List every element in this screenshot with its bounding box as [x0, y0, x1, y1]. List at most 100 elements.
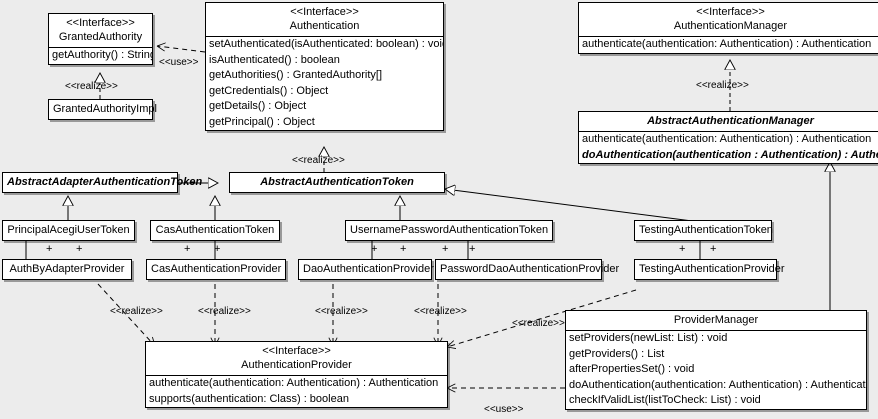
class-password-dao-authentication-provider[interactable]: PasswordDaoAuthenticationProvider: [435, 259, 620, 280]
class-header: <<Interface>> Authentication: [206, 3, 443, 36]
edge-label-realize-authbyadapterprovider: <<realize>>: [110, 306, 163, 317]
edge-label-realize-abstractauthenticationmanager: <<realize>>: [696, 80, 749, 91]
assoc-marker-plus: +: [184, 243, 191, 255]
class-granted-authority[interactable]: <<Interface>> GrantedAuthority getAuthor…: [48, 13, 153, 65]
class-name: PasswordDaoAuthenticationProvider: [440, 263, 620, 275]
class-operations: authenticate(authentication: Authenticat…: [579, 131, 878, 163]
class-name: TestingAuthenticationToken: [639, 224, 773, 236]
class-name: ProviderManager: [673, 314, 759, 326]
class-header: <<Interface>> AuthenticationManager: [579, 3, 878, 36]
operation: doAuthentication(authentication : Authen…: [582, 148, 878, 161]
operation: setAuthenticated(isAuthenticated: boolea…: [209, 38, 443, 50]
class-name: AbstractAuthenticationToken: [260, 176, 414, 188]
class-header: ProviderManager: [566, 311, 866, 330]
class-provider-manager[interactable]: ProviderManager setProviders(newList: Li…: [565, 310, 867, 410]
class-name: GrantedAuthority: [58, 31, 143, 43]
class-testing-authentication-provider[interactable]: TestingAuthenticationProvider: [634, 259, 785, 280]
class-name: GrantedAuthorityImpl: [53, 103, 157, 115]
class-granted-authority-impl[interactable]: GrantedAuthorityImpl: [48, 99, 157, 120]
operation: isAuthenticated() : boolean: [209, 53, 340, 66]
class-header: CasAuthenticationProvider: [147, 260, 285, 279]
class-header: PrincipalAcegiUserToken: [3, 221, 134, 240]
assoc-marker-plus: +: [710, 243, 717, 255]
class-authentication-provider[interactable]: <<Interface>> AuthenticationProvider aut…: [145, 341, 448, 408]
edge-generalize-testingauthenticationtoken: [445, 189, 701, 223]
class-header: PasswordDaoAuthenticationProvider: [436, 260, 620, 279]
class-operations: getAuthority() : String: [49, 47, 152, 64]
operation: getPrincipal() : Object: [209, 115, 315, 128]
operation: getAuthorities() : GrantedAuthority[]: [209, 69, 383, 81]
class-authentication[interactable]: <<Interface>> Authentication setAuthenti…: [205, 2, 444, 131]
assoc-marker-plus: +: [46, 243, 53, 255]
stereotype-label: <<Interface>>: [290, 6, 359, 18]
edge-label-realize-testingauthenticationprovider: <<realize>>: [512, 318, 565, 329]
operation: authenticate(authentication: Authenticat…: [582, 38, 872, 50]
class-header: <<Interface>> AuthenticationProvider: [146, 342, 447, 375]
class-operations: authenticate(authentication: Authenticat…: [579, 36, 878, 53]
edge-label-realize-abstractauthenticationtoken: <<realize>>: [292, 155, 345, 166]
class-name: DaoAuthenticationProvider: [303, 263, 434, 275]
operation: afterPropertiesSet() : void: [569, 363, 695, 375]
class-cas-authentication-provider[interactable]: CasAuthenticationProvider: [146, 259, 286, 280]
class-dao-authentication-provider[interactable]: DaoAuthenticationProvider: [298, 259, 434, 280]
edge-label-realize-passworddaoauthenticationprovider: <<realize>>: [414, 306, 467, 317]
class-name: CasAuthenticationToken: [155, 224, 275, 236]
operation: authenticate(authentication: Authenticat…: [582, 133, 872, 145]
class-name: AuthenticationManager: [673, 20, 788, 32]
class-header: <<Interface>> GrantedAuthority: [49, 14, 152, 47]
edge-label-realize-daoauthenticationprovider: <<realize>>: [315, 306, 368, 317]
assoc-marker-plus: +: [442, 243, 449, 255]
operation: setProviders(newList: List) : void: [569, 332, 728, 344]
class-header: AbstractAuthenticationToken: [230, 173, 444, 192]
edge-use-grantedauthority: [157, 46, 206, 53]
class-header: TestingAuthenticationToken: [635, 221, 773, 240]
class-username-password-authentication-token[interactable]: UsernamePasswordAuthenticationToken: [345, 220, 553, 241]
class-header: UsernamePasswordAuthenticationToken: [346, 221, 552, 240]
class-name: UsernamePasswordAuthenticationToken: [350, 224, 549, 236]
edge-label-use-grantedauthority: <<use>>: [159, 57, 199, 68]
class-name: AuthByAdapterProvider: [9, 263, 125, 275]
class-header: TestingAuthenticationProvider: [635, 260, 785, 279]
operation: supports(authentication: Class) : boolea…: [149, 392, 349, 405]
class-name: PrincipalAcegiUserToken: [7, 224, 130, 236]
edge-label-realize-grantedauthorityimpl: <<realize>>: [65, 81, 118, 92]
class-operations: setAuthenticated(isAuthenticated: boolea…: [206, 36, 443, 130]
class-testing-authentication-token[interactable]: TestingAuthenticationToken: [634, 220, 773, 241]
operation: authenticate(authentication: Authenticat…: [149, 377, 439, 389]
edge-label-use-providermanager: <<use>>: [484, 404, 524, 415]
class-cas-authentication-token[interactable]: CasAuthenticationToken: [150, 220, 280, 241]
operation: checkIfValidList(listToCheck: List) : vo…: [569, 394, 761, 406]
stereotype-label: <<Interface>>: [696, 6, 765, 18]
class-header: AbstractAdapterAuthenticationToken: [3, 173, 202, 192]
class-name: CasAuthenticationProvider: [151, 263, 282, 275]
operation: getCredentials() : Object: [209, 84, 329, 97]
operation: getAuthority() : String: [52, 49, 152, 61]
class-authentication-manager[interactable]: <<Interface>> AuthenticationManager auth…: [578, 2, 878, 54]
class-principal-acegi-user-token[interactable]: PrincipalAcegiUserToken: [2, 220, 135, 241]
assoc-marker-plus: +: [371, 243, 378, 255]
operation: doAuthentication(authentication: Authent…: [569, 378, 866, 391]
stereotype-label: <<Interface>>: [262, 345, 331, 357]
class-header: AuthByAdapterProvider: [3, 260, 131, 279]
assoc-marker-plus: +: [469, 243, 476, 255]
class-abstract-authentication-token[interactable]: AbstractAuthenticationToken: [229, 172, 445, 193]
operation: getDetails() : Object: [209, 100, 307, 112]
class-header: DaoAuthenticationProvider: [299, 260, 434, 279]
assoc-marker-plus: +: [76, 243, 83, 255]
class-operations: authenticate(authentication: Authenticat…: [146, 375, 447, 407]
class-name: TestingAuthenticationProvider: [639, 263, 785, 275]
assoc-marker-plus: +: [214, 243, 221, 255]
class-operations: setProviders(newList: List) : void getPr…: [566, 330, 866, 409]
class-abstract-authentication-manager[interactable]: AbstractAuthenticationManager authentica…: [578, 111, 878, 164]
edge-label-realize-casauthenticationprovider: <<realize>>: [198, 306, 251, 317]
assoc-marker-plus: +: [400, 243, 407, 255]
class-auth-by-adapter-provider[interactable]: AuthByAdapterProvider: [2, 259, 132, 280]
operation: getProviders() : List: [569, 347, 665, 360]
class-name: AuthenticationProvider: [241, 359, 352, 371]
class-header: AbstractAuthenticationManager: [579, 112, 878, 131]
class-name: Authentication: [289, 20, 360, 32]
class-header: CasAuthenticationToken: [151, 221, 279, 240]
class-abstract-adapter-authentication-token[interactable]: AbstractAdapterAuthenticationToken: [2, 172, 202, 193]
assoc-marker-plus: +: [679, 243, 686, 255]
